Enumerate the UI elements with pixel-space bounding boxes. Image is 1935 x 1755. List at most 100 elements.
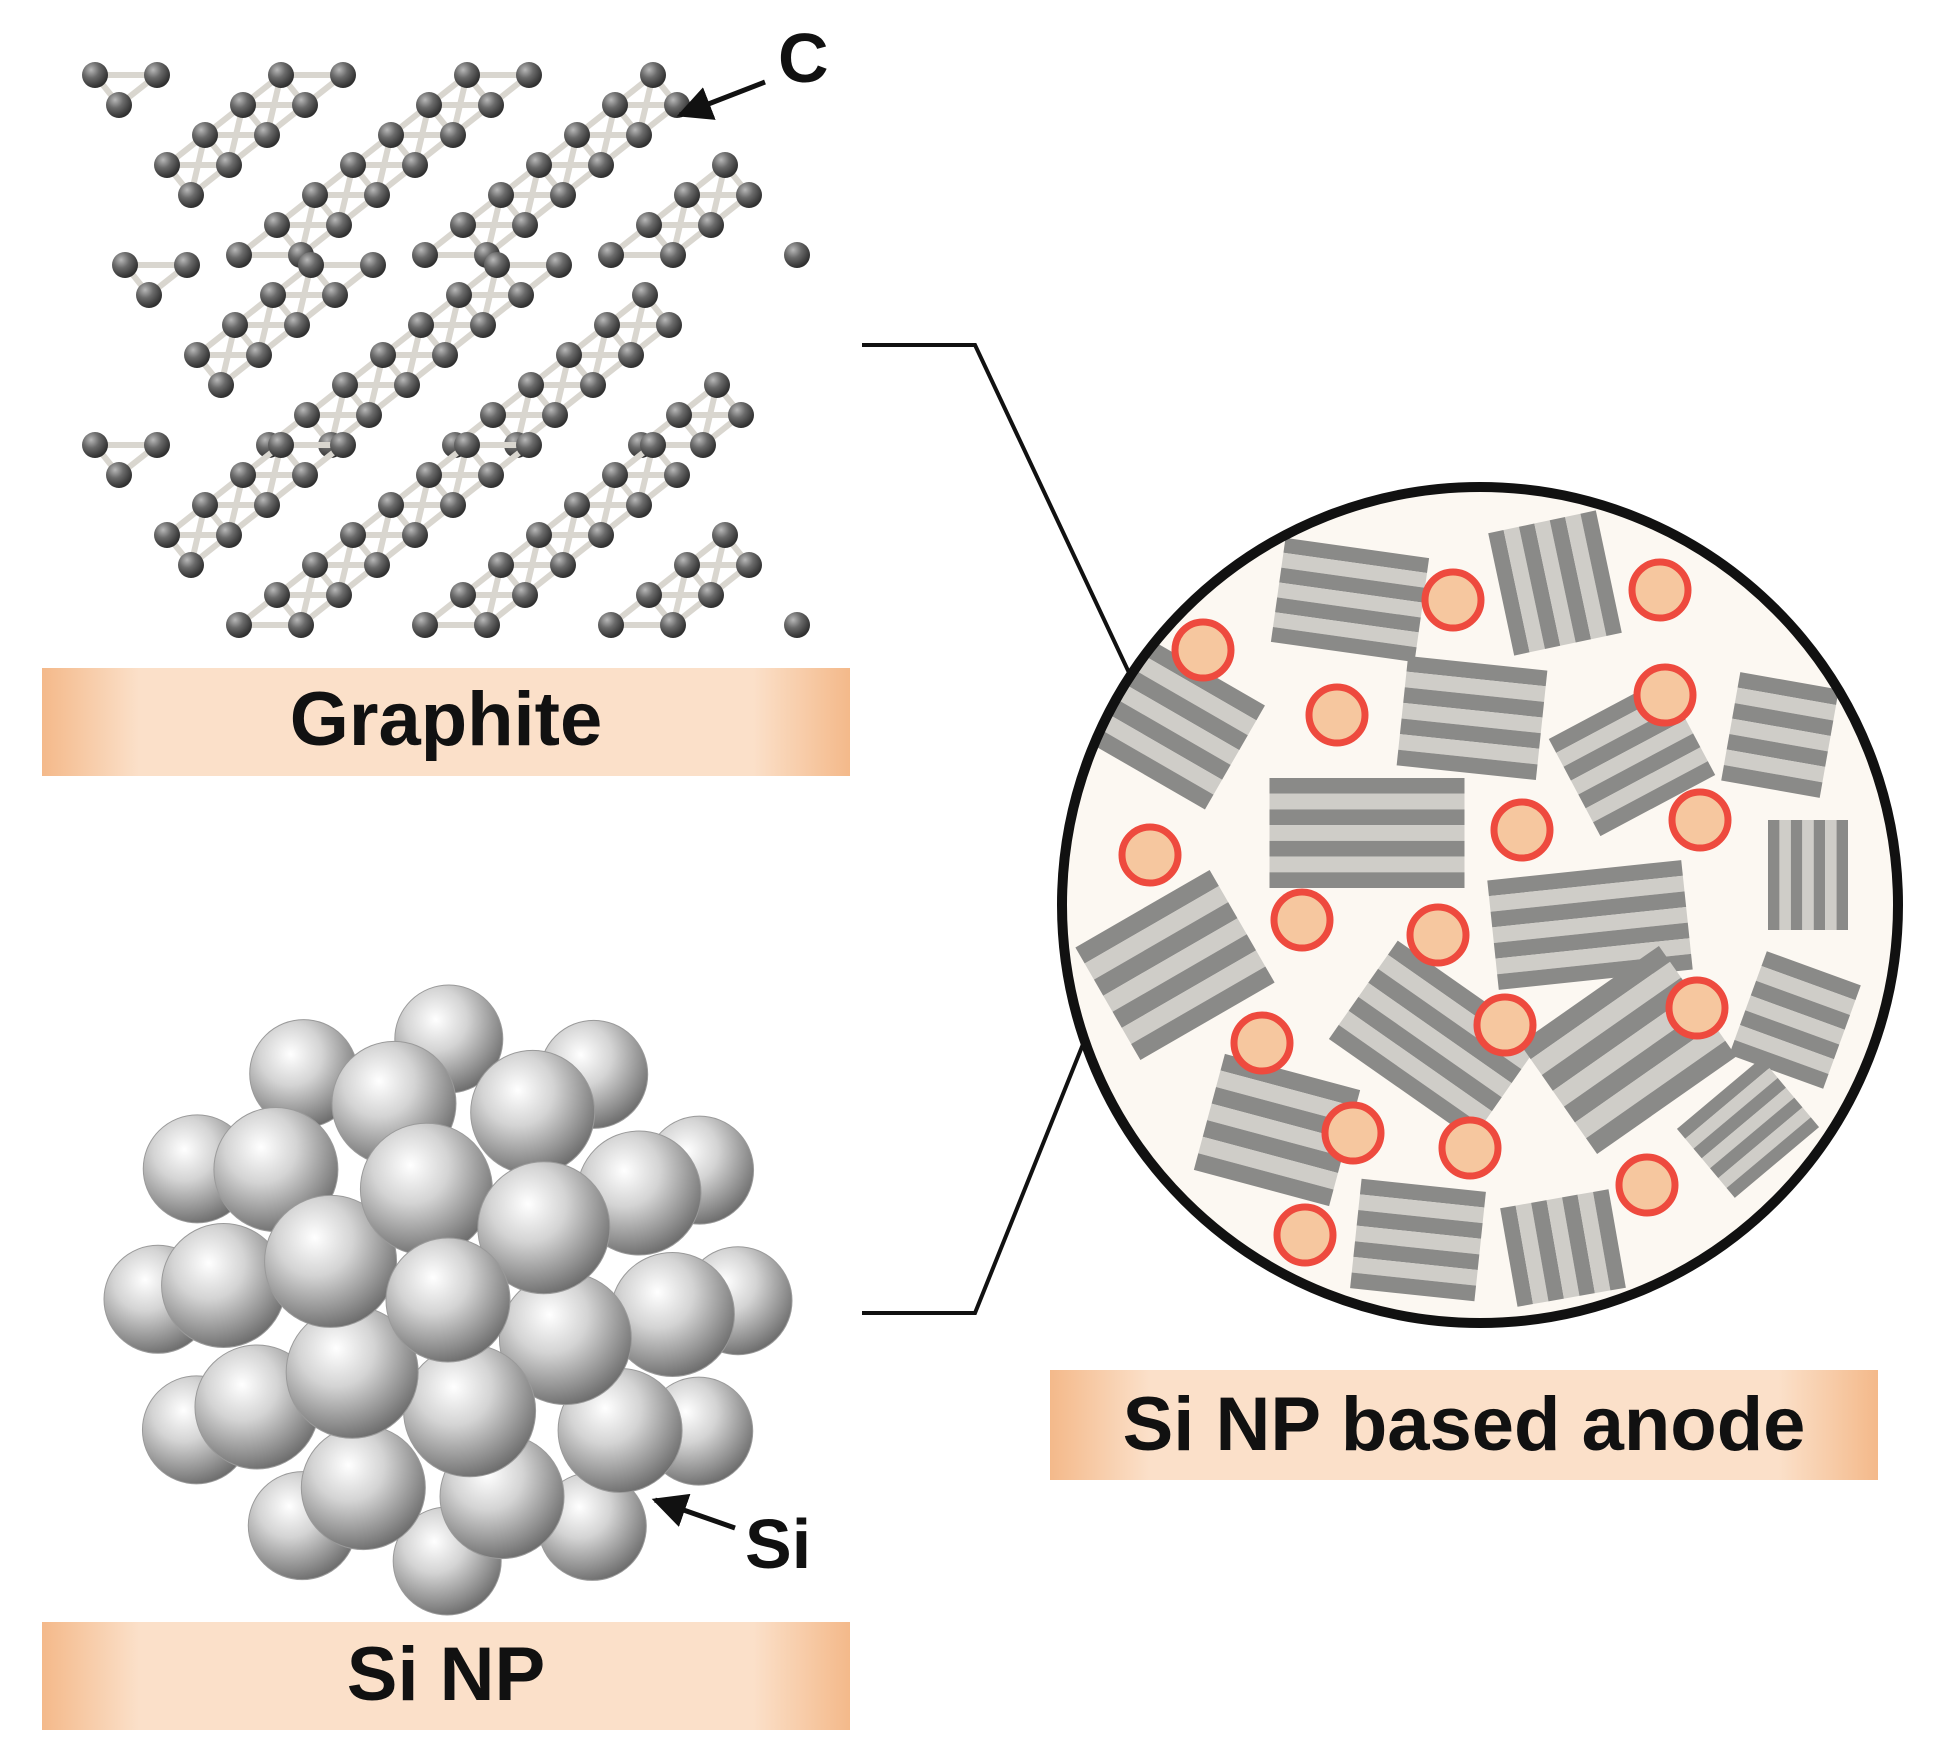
si-np-label-bar: Si NP xyxy=(42,1622,850,1730)
graphene-layer xyxy=(82,432,810,638)
carbon-atom xyxy=(364,182,390,208)
carbon-atom xyxy=(518,372,544,398)
graphite-label-bar: Graphite xyxy=(42,668,850,776)
carbon-atom xyxy=(736,552,762,578)
silicon-atom-pointer: Si xyxy=(651,1493,811,1583)
si-particle xyxy=(1230,1011,1294,1075)
carbon-atom xyxy=(174,252,200,278)
anode-label-background xyxy=(1050,1370,1878,1480)
carbon-atom xyxy=(412,242,438,268)
carbon-atom xyxy=(298,252,324,278)
carbon-atom xyxy=(402,522,428,548)
carbon-atom xyxy=(302,182,328,208)
carbon-atom-pointer: C xyxy=(676,19,829,120)
si-particle xyxy=(1273,1203,1337,1267)
carbon-atom xyxy=(474,612,500,638)
carbon-atom xyxy=(264,212,290,238)
carbon-atom xyxy=(564,492,590,518)
anode-composite xyxy=(1057,482,1903,1328)
graphite-flake xyxy=(1193,1053,1361,1207)
arrow-icon xyxy=(651,1493,736,1531)
carbon-atom xyxy=(330,432,356,458)
carbon-atom xyxy=(516,432,542,458)
carbon-atom xyxy=(394,372,420,398)
carbon-atom xyxy=(626,492,652,518)
carbon-atom xyxy=(626,122,652,148)
carbon-atom xyxy=(550,552,576,578)
graphite-label: Graphite xyxy=(290,677,603,762)
silicon-atom-label: Si xyxy=(745,1505,811,1583)
carbon-atom xyxy=(106,462,132,488)
carbon-atom xyxy=(640,432,666,458)
si-np-label-background xyxy=(42,1622,850,1730)
carbon-atom xyxy=(636,212,662,238)
carbon-atom xyxy=(340,152,366,178)
si-nanoparticle-cluster xyxy=(103,984,793,1616)
carbon-atom xyxy=(178,552,204,578)
carbon-atom xyxy=(488,182,514,208)
carbon-atom xyxy=(416,462,442,488)
carbon-atom xyxy=(736,182,762,208)
carbon-atom xyxy=(508,282,534,308)
silicon-atom xyxy=(477,1161,611,1295)
si-particle xyxy=(1473,993,1537,1057)
carbon-atom xyxy=(598,242,624,268)
anode-label: Si NP based anode xyxy=(1123,1382,1806,1467)
carbon-atom xyxy=(340,522,366,548)
carbon-atom xyxy=(264,582,290,608)
carbon-atom xyxy=(402,152,428,178)
carbon-atom xyxy=(364,552,390,578)
graphite-flake xyxy=(1075,869,1275,1061)
anode-label-bar: Si NP based anode xyxy=(1050,1370,1878,1480)
carbon-atom xyxy=(216,522,242,548)
graphite-flake xyxy=(1676,1058,1820,1198)
carbon-atom xyxy=(580,372,606,398)
graphite-flake xyxy=(1269,778,1465,888)
carbon-atom xyxy=(326,582,352,608)
carbon-atom xyxy=(432,342,458,368)
silicon-atom xyxy=(403,1344,537,1478)
graphene-layer xyxy=(112,252,754,458)
carbon-atom xyxy=(178,182,204,208)
carbon-atom xyxy=(370,342,396,368)
carbon-atom xyxy=(154,152,180,178)
silicon-atom xyxy=(470,1049,596,1175)
graphite-label-background xyxy=(42,668,850,776)
si-particle xyxy=(1171,618,1235,682)
carbon-atom xyxy=(440,122,466,148)
carbon-atom xyxy=(512,582,538,608)
carbon-atom xyxy=(222,312,248,338)
carbon-atom xyxy=(292,92,318,118)
graphite-structure xyxy=(82,62,810,638)
carbon-atom xyxy=(450,212,476,238)
si-particle xyxy=(1438,1116,1502,1180)
si-particle xyxy=(1490,798,1554,862)
carbon-atom xyxy=(512,212,538,238)
carbon-atom xyxy=(454,432,480,458)
carbon-atom xyxy=(246,342,272,368)
carbon-atom xyxy=(480,402,506,428)
carbon-atom xyxy=(602,92,628,118)
silicon-atom xyxy=(300,1425,426,1551)
carbon-atom xyxy=(674,182,700,208)
si-particle xyxy=(1321,1101,1385,1165)
carbon-atom xyxy=(712,522,738,548)
si-particle xyxy=(1668,788,1732,852)
carbon-atom xyxy=(618,342,644,368)
carbon-atom xyxy=(112,252,138,278)
carbon-atom xyxy=(526,522,552,548)
carbon-atom xyxy=(664,462,690,488)
carbon-atom xyxy=(556,342,582,368)
carbon-atom xyxy=(326,212,352,238)
carbon-atom xyxy=(516,62,542,88)
carbon-atom xyxy=(712,152,738,178)
carbon-atom xyxy=(154,522,180,548)
anode-contents xyxy=(1075,510,1861,1307)
carbon-atom xyxy=(446,282,472,308)
carbon-atom xyxy=(408,312,434,338)
graphite-connector-line xyxy=(862,343,1165,746)
carbon-atom xyxy=(208,372,234,398)
carbon-atom xyxy=(268,432,294,458)
carbon-atom xyxy=(588,152,614,178)
carbon-atom xyxy=(526,152,552,178)
